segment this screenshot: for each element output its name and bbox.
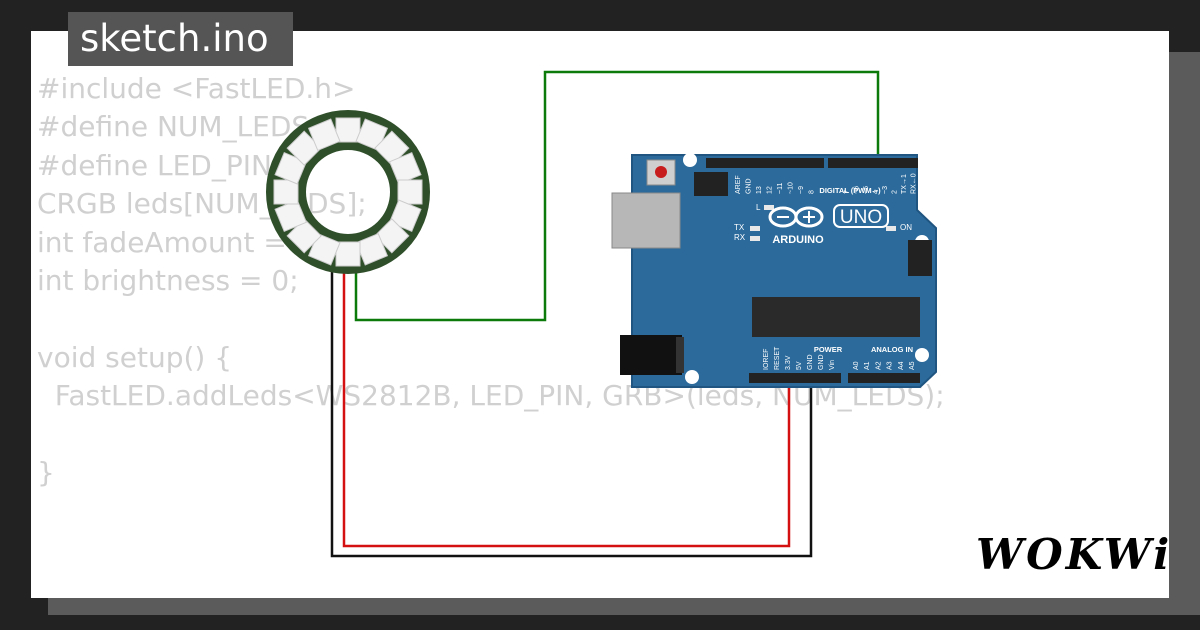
ring-led[interactable] [286, 130, 322, 166]
pin-label: GND [818, 354, 825, 370]
atmega-chip [752, 297, 920, 337]
ring-led[interactable] [307, 118, 341, 152]
pin-label: TX→1 [901, 174, 908, 194]
neopixel-ring[interactable] [266, 110, 430, 274]
ring-led[interactable] [335, 117, 361, 143]
code-background: #include <FastLED.h>#define NUM_LEDS 7#d… [37, 70, 945, 492]
digital-header-right[interactable] [828, 158, 918, 168]
pin-label: A2 [875, 361, 882, 370]
power-label: POWER [814, 345, 843, 354]
pin-label: ~10 [788, 182, 795, 194]
pin-label: ~11 [777, 183, 784, 194]
ring-led[interactable] [335, 241, 361, 267]
pin-label: ~5 [863, 186, 870, 194]
code-line: #include <FastLED.h> [37, 72, 356, 105]
digital-header-left[interactable] [706, 158, 824, 168]
code-line: #define NUM_LEDS 7 [37, 110, 336, 144]
digital-header-label: DIGITAL (PWM ~) [819, 186, 881, 195]
wokwi-logo: WOKWi [976, 530, 1173, 579]
ring-led[interactable] [397, 179, 423, 205]
led-rx [750, 236, 760, 241]
pin-label: RESET [774, 346, 781, 370]
file-name-tab[interactable]: sketch.ino [68, 12, 293, 66]
l-label: L [756, 203, 761, 212]
board-model: UNO [840, 207, 882, 228]
pin-label: 8 [809, 190, 816, 194]
led-tx [750, 226, 760, 231]
ring-led[interactable] [388, 199, 422, 233]
data-wire[interactable] [354, 70, 880, 322]
led-l [764, 205, 774, 210]
icsp-header-right [908, 240, 932, 276]
analog-label: ANALOG IN [871, 345, 913, 354]
rx-label: RX [734, 233, 746, 242]
pin-label: GND [807, 354, 814, 370]
ring-led[interactable] [374, 130, 410, 166]
pin-label: IOREF [763, 349, 770, 370]
pin-label: 2 [892, 190, 899, 194]
led-on [886, 226, 896, 231]
tx-label: TX [734, 223, 745, 232]
simulation-canvas[interactable] [31, 31, 1169, 598]
mount-hole [683, 153, 697, 167]
code-line: CRGB leds[NUM_LEDS]; [37, 187, 367, 221]
uno-badge [833, 204, 889, 228]
analog-header[interactable] [848, 373, 920, 383]
code-line: int brightness = 0; [37, 263, 299, 297]
ring-led[interactable] [286, 218, 322, 254]
pin-label: AREF [735, 175, 742, 194]
pin-label: ~9 [798, 186, 805, 194]
pin-label: Vin [829, 360, 836, 370]
board-brand: ARDUINO [772, 234, 824, 246]
code-line: void setup() { [37, 340, 233, 374]
on-label: ON [900, 223, 912, 232]
arduino-logo-icon [768, 206, 824, 228]
pin-label: 13 [756, 186, 763, 194]
pin-label: GND [746, 178, 753, 194]
power-pin-labels: IOREF RESET 3.3V 5V GND GND Vin [763, 346, 836, 370]
ring-led[interactable] [388, 151, 422, 185]
power-header[interactable] [749, 373, 841, 383]
mount-hole [915, 348, 929, 362]
ring-led[interactable] [273, 179, 299, 205]
arduino-uno-board[interactable]: UNO ARDUINO DIGITAL (PWM ~) POWER ANALOG… [611, 153, 937, 388]
pin-label: A0 [853, 361, 860, 370]
code-line: int fadeAmount = 10; [37, 225, 341, 259]
reset-button-cap[interactable] [655, 166, 667, 178]
pin-label: A5 [909, 361, 916, 370]
icsp-header [694, 172, 728, 196]
pin-label: A1 [864, 361, 871, 370]
power-jack [620, 335, 682, 375]
pin-label: 12 [767, 186, 774, 194]
pin-label: 4 [873, 190, 880, 194]
usb-connector [611, 192, 681, 249]
ring-led[interactable] [307, 232, 341, 266]
pin-label: ~3 [882, 186, 889, 194]
ring-led[interactable] [355, 232, 389, 266]
ring-led[interactable] [374, 218, 410, 254]
mount-hole [685, 370, 699, 384]
pin-label: RX←0 [911, 173, 918, 194]
code-line: } [37, 455, 55, 489]
pin-label: 7 [844, 190, 851, 194]
pin-label: 3.3V [785, 355, 792, 370]
pin-label: A4 [898, 361, 905, 370]
ring-led[interactable] [274, 199, 308, 233]
pin-label: 5V [796, 361, 803, 370]
ground-wire[interactable] [330, 266, 813, 558]
ring-led[interactable] [274, 151, 308, 185]
analog-pin-labels: A0 A1 A2 A3 A4 A5 [853, 361, 916, 370]
pin-label: A3 [887, 361, 894, 370]
power-wire[interactable] [342, 266, 791, 548]
ring-led[interactable] [355, 118, 389, 152]
pin-label: ~6 [854, 186, 861, 194]
